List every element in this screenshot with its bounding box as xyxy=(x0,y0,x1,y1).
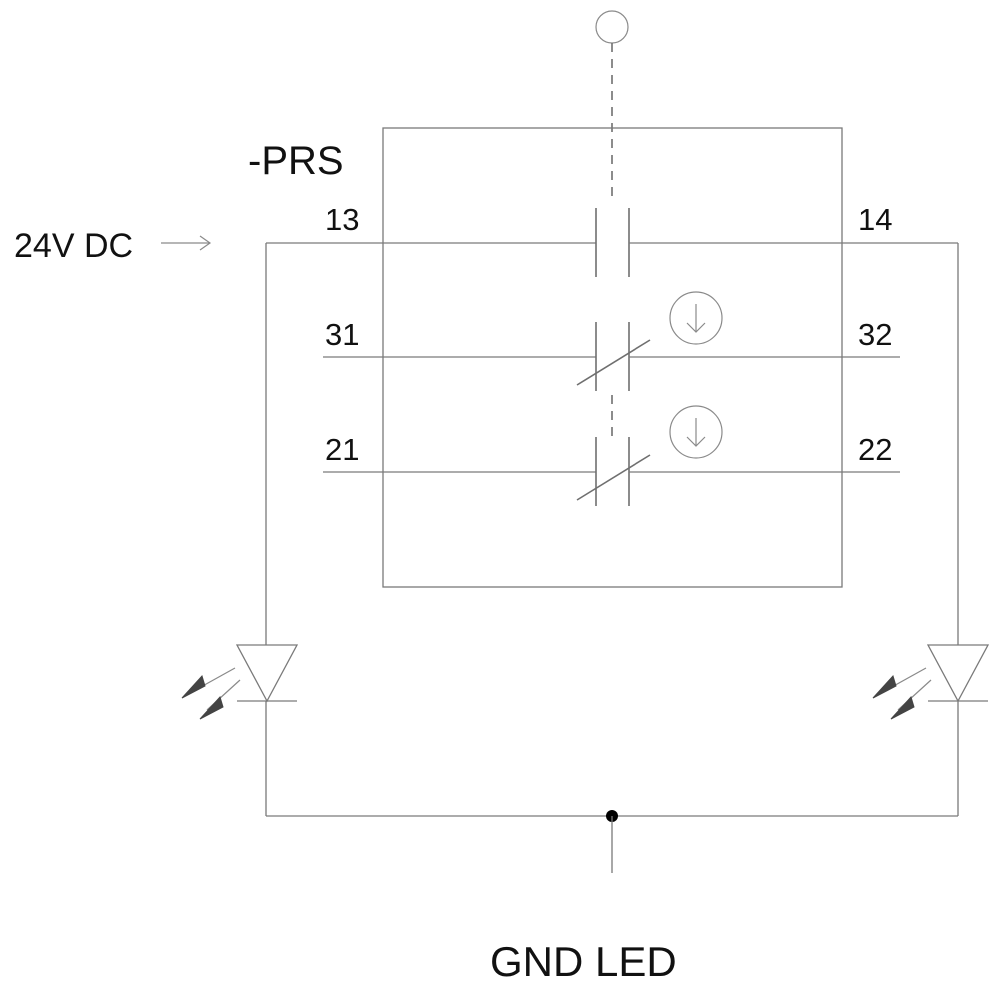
input-arrow-icon xyxy=(161,235,212,251)
device-tag: -PRS xyxy=(248,139,344,183)
contact-nc-31-32 xyxy=(323,322,900,391)
contact-nc-21-22 xyxy=(323,437,900,506)
contact-no-13-14 xyxy=(266,208,958,277)
ground-label: GND LED xyxy=(490,938,677,985)
pin-31-label: 31 xyxy=(325,317,359,352)
led-left xyxy=(235,644,299,703)
led-right xyxy=(926,644,990,703)
input-label: 24V DC xyxy=(14,227,133,265)
pin-32-label: 32 xyxy=(858,317,892,352)
pushbutton-arrow-icon xyxy=(669,291,723,345)
actuator-circle xyxy=(595,10,629,44)
pin-14-label: 14 xyxy=(858,202,892,237)
pin-22-label: 22 xyxy=(858,432,892,467)
pin-13-label: 13 xyxy=(325,202,359,237)
pushbutton-arrow-icon xyxy=(669,405,723,459)
pin-21-label: 21 xyxy=(325,432,359,467)
light-emission-icon xyxy=(181,667,241,720)
light-emission-icon xyxy=(872,667,932,720)
